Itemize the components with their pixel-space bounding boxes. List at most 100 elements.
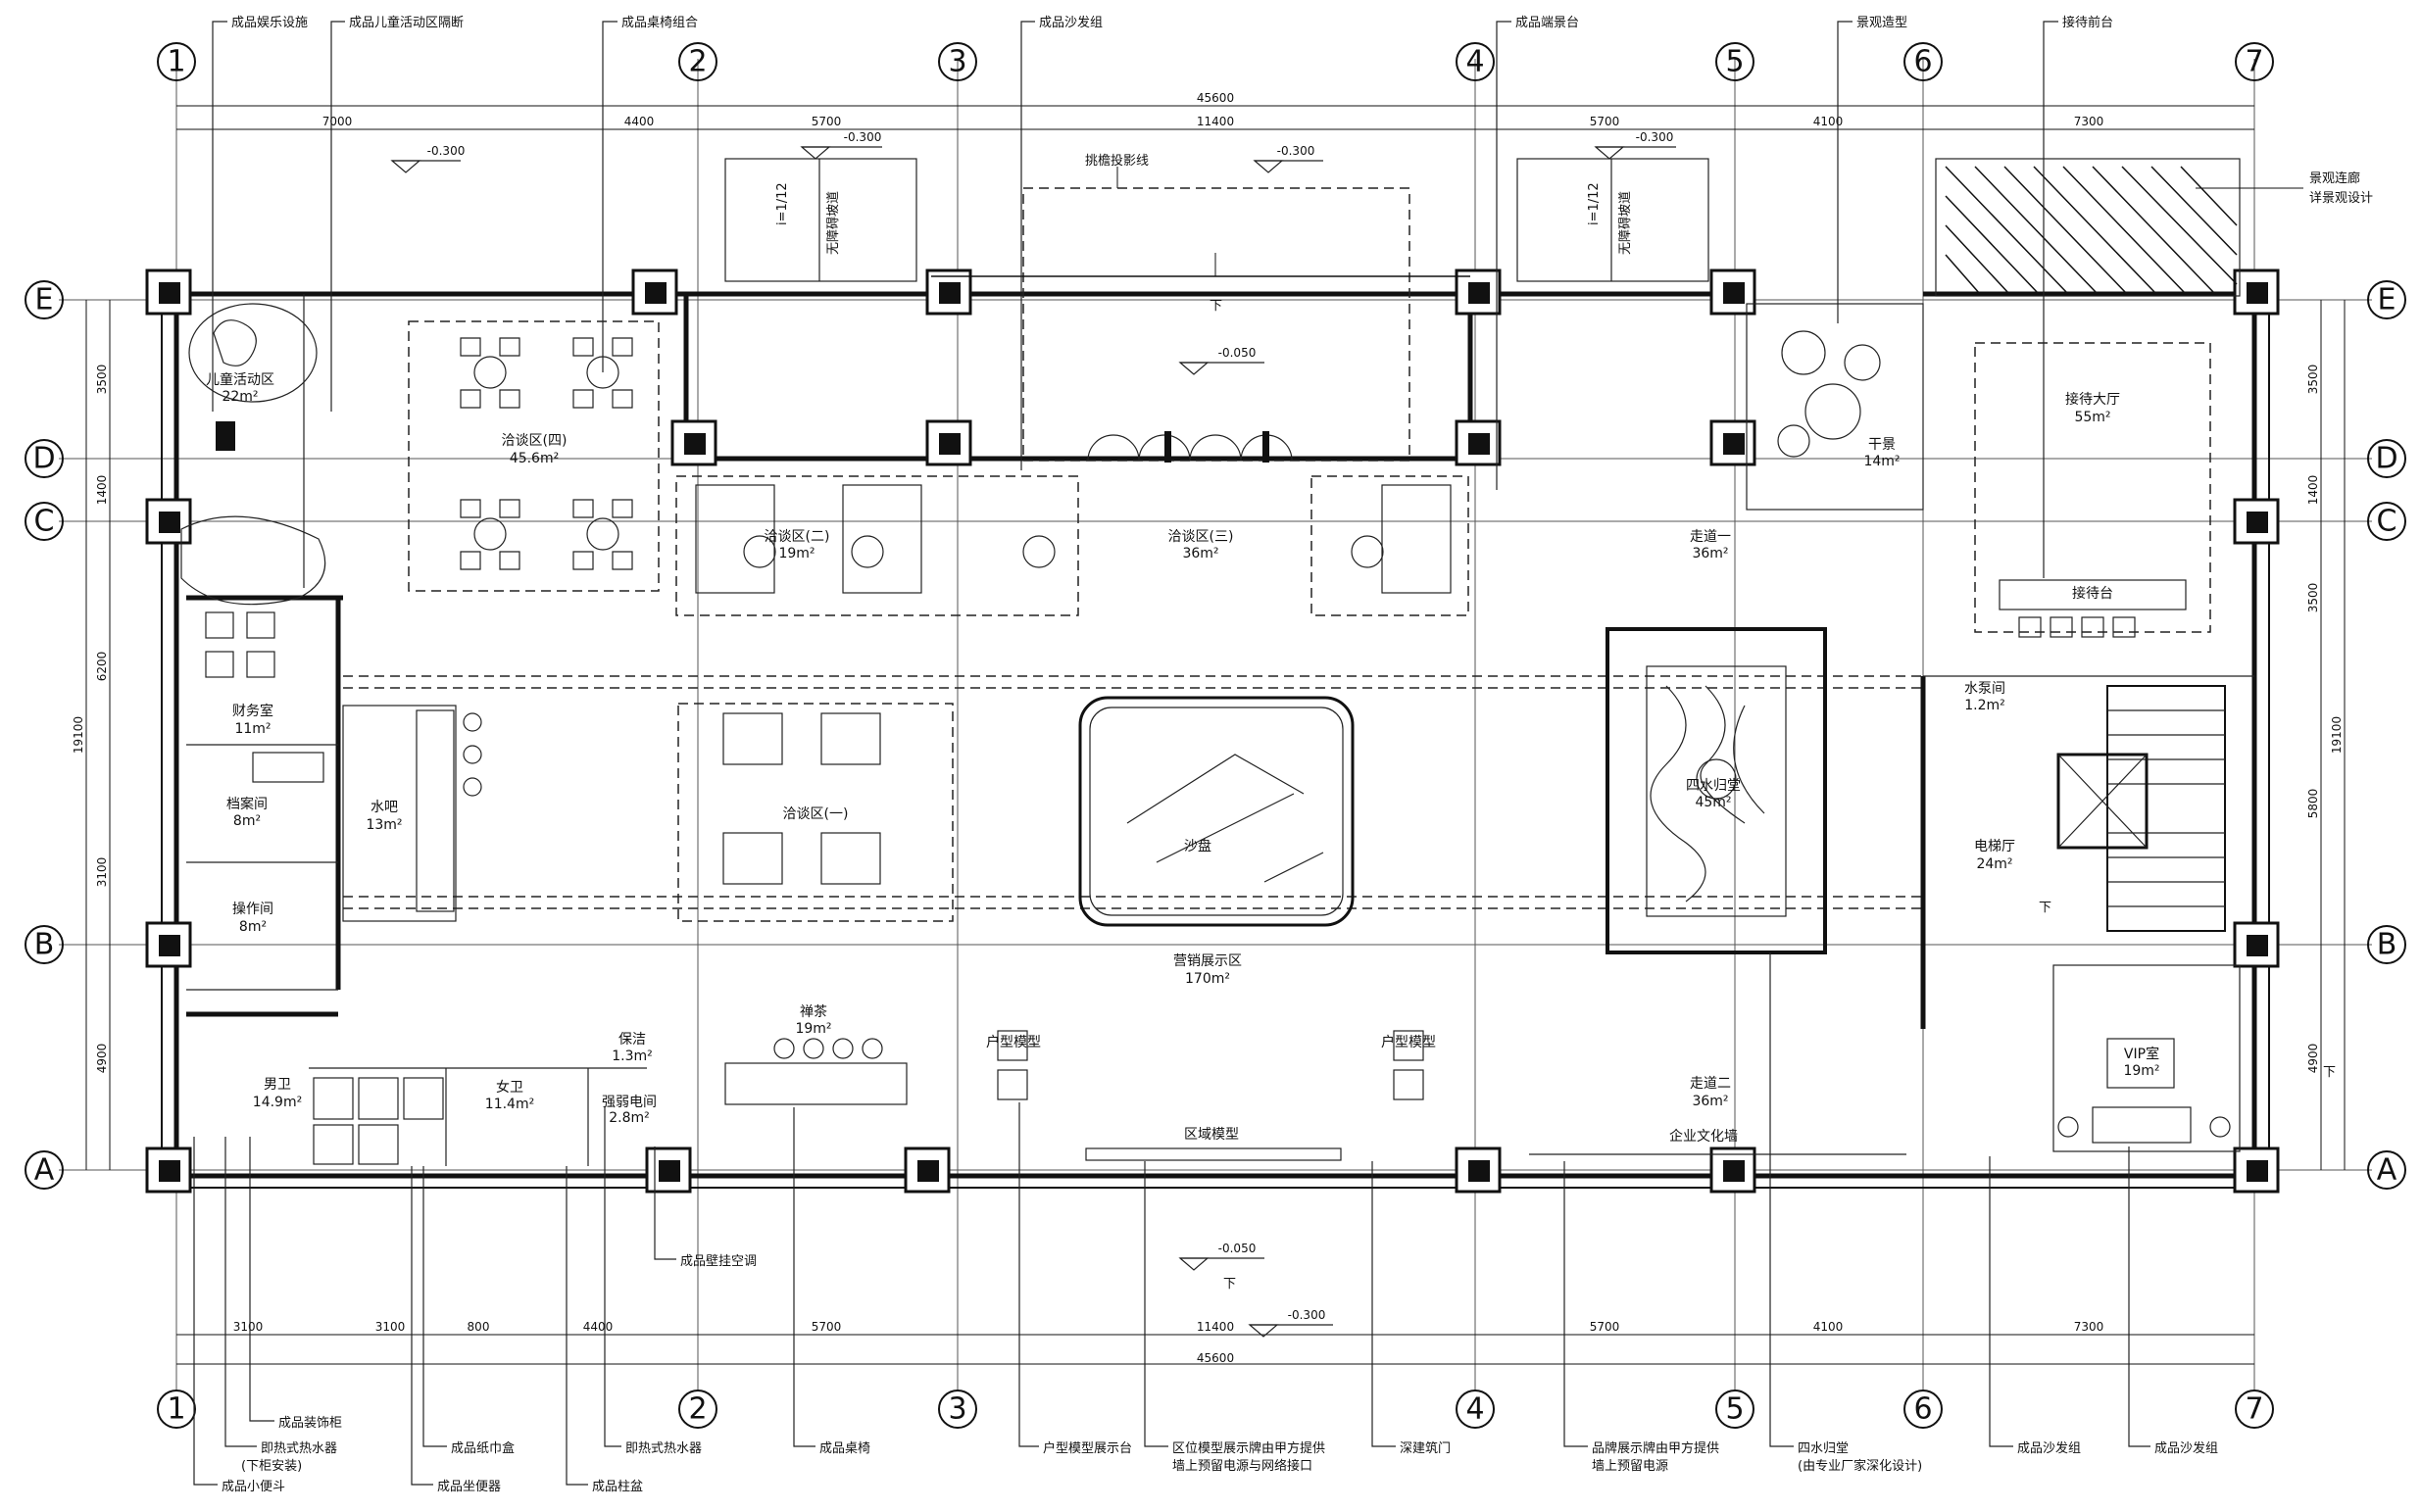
ramp-right: i=1/12 无障碍坡道 xyxy=(1516,158,1709,282)
svg-text:成品纸巾盒: 成品纸巾盒 xyxy=(451,1440,515,1456)
svg-text:3100: 3100 xyxy=(95,857,109,888)
svg-text:170m²: 170m² xyxy=(1185,971,1230,987)
svg-text:E: E xyxy=(35,283,54,317)
svg-text:1400: 1400 xyxy=(2306,475,2320,506)
svg-text:深建筑门: 深建筑门 xyxy=(1400,1440,1451,1456)
svg-text:5700: 5700 xyxy=(1590,1320,1620,1334)
axis-bubble-A-right: A xyxy=(2367,1150,2406,1190)
finance-room: 财务室 11m² xyxy=(205,611,275,737)
svg-text:成品柱盆: 成品柱盆 xyxy=(592,1480,643,1494)
axis-bubble-7-top: 7 xyxy=(2235,42,2274,81)
svg-text:5700: 5700 xyxy=(812,115,842,128)
svg-text:3500: 3500 xyxy=(2306,583,2320,613)
axis-bubble-1-bottom: 1 xyxy=(157,1390,196,1429)
svg-text:11400: 11400 xyxy=(1197,1320,1234,1334)
svg-text:洽谈区(四): 洽谈区(四) xyxy=(502,433,568,449)
svg-text:景观造型: 景观造型 xyxy=(1856,16,1907,30)
svg-text:11m²: 11m² xyxy=(234,721,271,737)
svg-text:VIP室: VIP室 xyxy=(2124,1046,2159,1062)
svg-text:成品沙发组: 成品沙发组 xyxy=(1039,15,1103,30)
svg-text:强弱电间: 强弱电间 xyxy=(602,1095,657,1110)
svg-text:i=1/12: i=1/12 xyxy=(1587,182,1602,225)
svg-text:19m²: 19m² xyxy=(795,1021,831,1037)
axis-bubble-E-right: E xyxy=(2367,280,2406,319)
axis-bubble-5-bottom: 5 xyxy=(1715,1390,1754,1429)
svg-text:洽谈区(二): 洽谈区(二) xyxy=(765,529,830,545)
svg-text:干景: 干景 xyxy=(1868,437,1896,453)
svg-text:6: 6 xyxy=(1913,45,1932,79)
axis-bubbles-left: E D C B A xyxy=(25,280,64,1190)
svg-text:无障碍坡道: 无障碍坡道 xyxy=(826,191,841,255)
svg-text:1: 1 xyxy=(167,1392,185,1427)
dimension-right: 3500 1400 3500 5800 4900 19100 xyxy=(2306,300,2346,1170)
sales-area: 营销展示区 170m² xyxy=(1173,953,1242,987)
svg-text:7300: 7300 xyxy=(2074,1320,2104,1334)
svg-text:四水归堂: 四水归堂 xyxy=(1686,777,1741,794)
svg-text:4400: 4400 xyxy=(583,1320,614,1334)
svg-text:财务室: 财务室 xyxy=(232,703,273,719)
svg-text:成品桌椅组合: 成品桌椅组合 xyxy=(621,16,698,30)
axis-bubbles-right: E D C B A xyxy=(2367,280,2406,1190)
tea-area: 禅茶 19m² xyxy=(724,1004,908,1105)
archive-room: 档案间 8m² xyxy=(226,752,324,829)
axis-bubbles-top: 1 2 3 4 5 6 7 xyxy=(157,42,2274,81)
dimension-bottom: 3100 3100 800 4400 5700 11400 5700 4100 … xyxy=(176,1320,2254,1365)
svg-text:成品装饰柜: 成品装饰柜 xyxy=(278,1416,342,1431)
svg-text:11400: 11400 xyxy=(1197,115,1234,128)
axis-bubble-A-left: A xyxy=(25,1150,64,1190)
svg-text:成品端景台: 成品端景台 xyxy=(1515,16,1579,30)
columns xyxy=(145,268,2280,1194)
svg-text:7300: 7300 xyxy=(2074,115,2104,128)
svg-text:-0.300: -0.300 xyxy=(844,130,882,144)
canopy-projection: 挑檐投影线 下 xyxy=(931,153,1470,463)
svg-text:45m²: 45m² xyxy=(1695,795,1731,810)
svg-text:走道一: 走道一 xyxy=(1690,529,1731,545)
svg-text:下: 下 xyxy=(1210,299,1222,314)
svg-text:挑檐投影线: 挑檐投影线 xyxy=(1085,153,1149,169)
svg-text:B: B xyxy=(34,928,55,962)
svg-text:洽谈区(三): 洽谈区(三) xyxy=(1168,529,1234,545)
svg-text:-0.050: -0.050 xyxy=(1218,1242,1257,1255)
svg-text:儿童活动区: 儿童活动区 xyxy=(206,371,274,388)
svg-text:C: C xyxy=(2377,505,2397,539)
svg-text:55m²: 55m² xyxy=(2074,410,2110,425)
talk-area-3: 洽谈区(三) 36m² xyxy=(1168,475,1469,616)
svg-text:3: 3 xyxy=(948,45,966,79)
svg-text:800: 800 xyxy=(468,1320,490,1334)
svg-text:接待大厅: 接待大厅 xyxy=(2065,391,2120,408)
svg-text:14.9m²: 14.9m² xyxy=(253,1095,302,1110)
svg-text:景观连廊: 景观连廊 xyxy=(2309,171,2360,186)
svg-text:成品娱乐设施: 成品娱乐设施 xyxy=(231,16,308,30)
axis-bubble-B-left: B xyxy=(25,925,64,964)
svg-text:14m²: 14m² xyxy=(1863,454,1900,469)
svg-text:四水归堂: 四水归堂 xyxy=(1798,1441,1849,1456)
svg-text:4: 4 xyxy=(1465,1392,1484,1427)
talk-area-4: 洽谈区(四) 45.6m² xyxy=(408,320,660,592)
svg-text:19100: 19100 xyxy=(72,716,85,754)
water-bar: 水吧 13m² xyxy=(366,709,482,912)
svg-text:4900: 4900 xyxy=(95,1044,109,1074)
svg-text:A: A xyxy=(34,1153,55,1188)
svg-text:户型模型: 户型模型 xyxy=(986,1034,1041,1050)
svg-text:区域模型: 区域模型 xyxy=(1184,1127,1239,1143)
svg-text:企业文化墙: 企业文化墙 xyxy=(1669,1128,1738,1145)
svg-text:成品坐便器: 成品坐便器 xyxy=(437,1480,501,1494)
svg-text:-0.050: -0.050 xyxy=(1218,346,1257,360)
svg-text:5700: 5700 xyxy=(812,1320,842,1334)
svg-text:7: 7 xyxy=(2245,1392,2263,1427)
svg-text:4100: 4100 xyxy=(1813,115,1844,128)
svg-text:5: 5 xyxy=(1725,1392,1744,1427)
svg-text:沙盘: 沙盘 xyxy=(1184,838,1211,854)
svg-text:水泵间: 水泵间 xyxy=(1964,681,2005,697)
svg-text:成品沙发组: 成品沙发组 xyxy=(2017,1440,2081,1456)
svg-text:i=1/12: i=1/12 xyxy=(775,182,790,225)
model-displays: 户型模型 户型模型 区域模型 企业文化墙 xyxy=(986,1030,1906,1161)
talk-area-1: 洽谈区(一) xyxy=(677,703,954,922)
svg-text:6: 6 xyxy=(1913,1392,1932,1427)
svg-text:保洁: 保洁 xyxy=(618,1032,646,1048)
svg-text:1: 1 xyxy=(167,45,185,79)
svg-text:墙上预留电源: 墙上预留电源 xyxy=(1592,1459,1668,1474)
svg-text:成品沙发组: 成品沙发组 xyxy=(2154,1440,2218,1456)
axis-bubble-2-bottom: 2 xyxy=(678,1390,717,1429)
svg-text:45600: 45600 xyxy=(1197,1351,1234,1365)
